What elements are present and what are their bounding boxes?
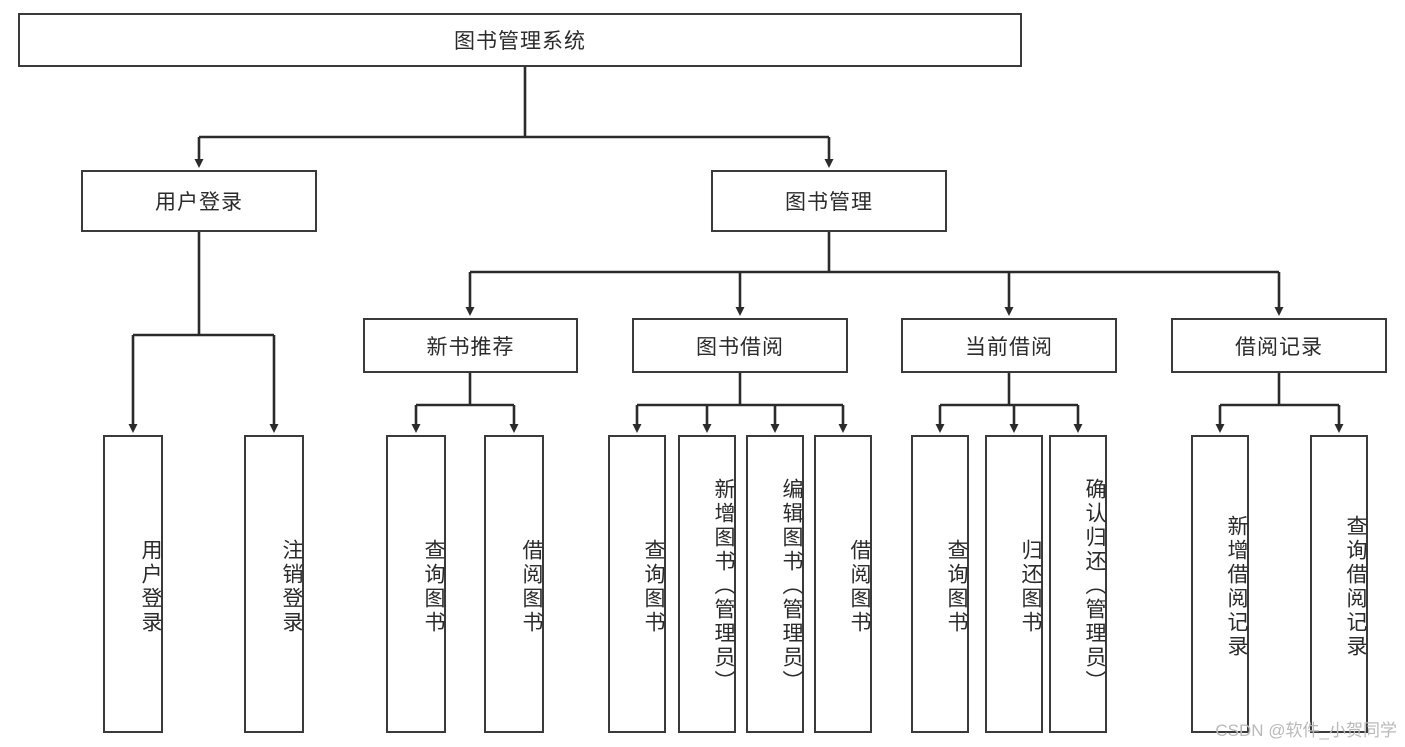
node-user-login[interactable]: 用户登录 (81, 170, 317, 232)
leaf-query-book-3-label: 查询图书 (945, 539, 968, 635)
leaf-borrow-book-2-label: 借阅图书 (848, 539, 871, 635)
leaf-edit-book[interactable]: 编辑图书（管理员） (746, 435, 804, 733)
leaf-borrow-book-1[interactable]: 借阅图书 (484, 435, 544, 733)
node-new-book-rec[interactable]: 新书推荐 (363, 318, 578, 373)
leaf-add-record-label: 新增借阅记录 (1225, 515, 1248, 659)
node-borrow-record-label: 借阅记录 (1235, 335, 1323, 359)
leaf-confirm-return-label: 确认归还（管理员） (1083, 478, 1106, 694)
leaf-edit-book-label: 编辑图书（管理员） (780, 478, 803, 694)
node-user-login-label: 用户登录 (155, 191, 243, 214)
leaf-user-login-label: 用户登录 (139, 539, 162, 635)
node-book-manage-label: 图书管理 (785, 191, 873, 214)
leaf-logout[interactable]: 注销登录 (244, 435, 304, 733)
node-book-borrow[interactable]: 图书借阅 (632, 318, 848, 373)
leaf-return-book-label: 归还图书 (1019, 539, 1042, 635)
leaf-return-book[interactable]: 归还图书 (985, 435, 1043, 733)
leaf-confirm-return[interactable]: 确认归还（管理员） (1049, 435, 1107, 733)
node-root[interactable]: 图书管理系统 (18, 13, 1022, 67)
node-root-label: 图书管理系统 (454, 30, 586, 53)
csdn-watermark: CSDN @软件_小贺同学 (1215, 721, 1397, 740)
leaf-add-book-label: 新增图书（管理员） (712, 478, 735, 694)
leaf-query-book-2-label: 查询图书 (642, 539, 665, 635)
leaf-query-record[interactable]: 查询借阅记录 (1310, 435, 1368, 733)
node-book-manage[interactable]: 图书管理 (711, 170, 947, 232)
leaf-user-login[interactable]: 用户登录 (103, 435, 163, 733)
leaf-logout-label: 注销登录 (280, 539, 303, 635)
leaf-query-book-1-label: 查询图书 (422, 539, 445, 635)
leaf-query-book-2[interactable]: 查询图书 (608, 435, 666, 733)
leaf-query-book-1[interactable]: 查询图书 (386, 435, 446, 733)
leaf-add-book[interactable]: 新增图书（管理员） (678, 435, 736, 733)
leaf-query-book-3[interactable]: 查询图书 (911, 435, 969, 733)
node-borrow-record[interactable]: 借阅记录 (1171, 318, 1387, 373)
leaf-borrow-book-1-label: 借阅图书 (520, 539, 543, 635)
node-current-borrow-label: 当前借阅 (965, 335, 1053, 359)
node-book-borrow-label: 图书借阅 (696, 335, 784, 359)
leaf-query-record-label: 查询借阅记录 (1344, 515, 1367, 659)
node-new-book-rec-label: 新书推荐 (426, 335, 515, 359)
node-current-borrow[interactable]: 当前借阅 (901, 318, 1117, 373)
leaf-add-record[interactable]: 新增借阅记录 (1191, 435, 1249, 733)
leaf-borrow-book-2[interactable]: 借阅图书 (814, 435, 872, 733)
